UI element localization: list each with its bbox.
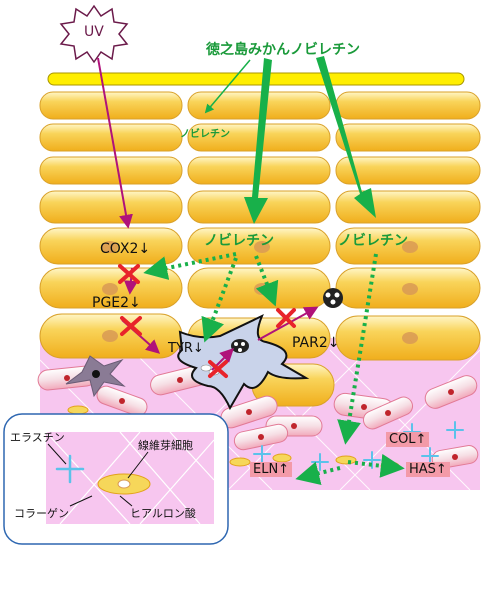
legend-collagen-label: コラーゲン bbox=[14, 507, 69, 520]
pge2-label: PGE2↓ bbox=[92, 295, 141, 311]
nobiletin-label-2: ノビレチン bbox=[204, 233, 274, 249]
legend-leader-lines bbox=[47, 443, 149, 507]
eln-label: ELN↑ bbox=[250, 462, 293, 477]
cox2-label: COX2↓ bbox=[100, 241, 151, 257]
uv-burst-icon bbox=[59, 4, 129, 64]
melanosome bbox=[323, 288, 343, 308]
immune-cell bbox=[65, 355, 126, 398]
uv-label: UV bbox=[84, 24, 104, 40]
blood-cell-nuclei bbox=[64, 375, 458, 460]
stratum-corneum bbox=[47, 72, 465, 86]
legend-hyaluronic-label: ヒアルロン酸 bbox=[130, 507, 196, 520]
nobiletin-source-label: 徳之島みかんノビレチン bbox=[206, 42, 360, 58]
nobiletin-label-3: ノビレチン bbox=[338, 233, 408, 249]
legend-fibers bbox=[45, 431, 215, 525]
has-label: HAS↑ bbox=[406, 462, 450, 477]
nobiletin-label-1: ノビレチン bbox=[180, 129, 230, 140]
legend-fibroblast-label: 線維芽細胞 bbox=[138, 439, 193, 452]
nobiletin-bold-arrows bbox=[244, 56, 376, 224]
inhibition-marks bbox=[118, 264, 296, 378]
nobiletin-thin-arrow bbox=[204, 59, 251, 114]
tyr-label: TYR↓ bbox=[168, 341, 204, 356]
par2-label: PAR2↓ bbox=[292, 335, 340, 351]
col-label: COL↑ bbox=[386, 432, 430, 447]
legend-elastin-icon bbox=[55, 454, 85, 484]
legend-elastin-label: エラスチン bbox=[10, 431, 65, 444]
legend-fibroblast-nucleus bbox=[117, 479, 131, 489]
nobiletin-dotted-arrows bbox=[143, 252, 405, 485]
